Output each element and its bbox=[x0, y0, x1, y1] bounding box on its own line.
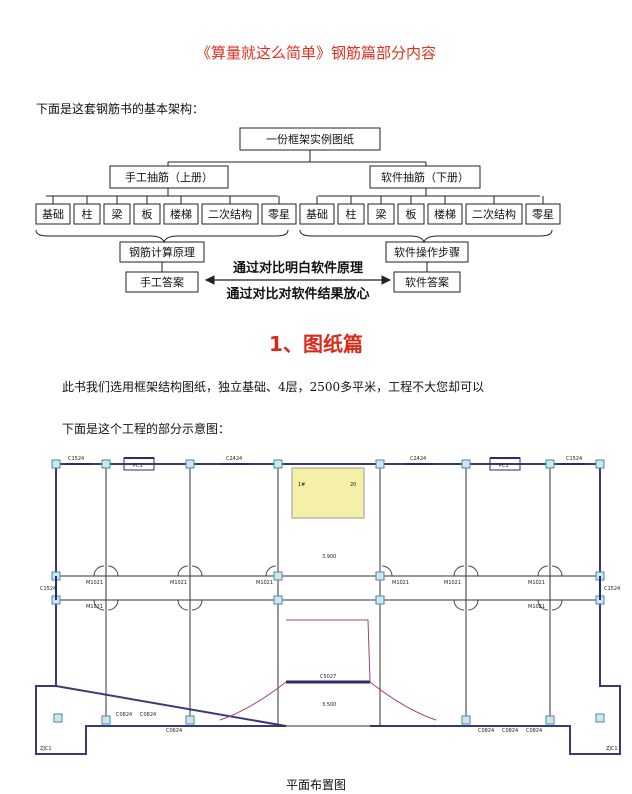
plan-center-label: 3.900 bbox=[322, 554, 336, 560]
plan-bottom-label: C0824 bbox=[526, 728, 542, 734]
right-item-label: 梁 bbox=[376, 207, 387, 221]
plan-side-label: C1524 bbox=[40, 586, 56, 592]
floor-plan-drawing: C1524 PC1 C2424 C2424 PC1 C1524 M1021 M1… bbox=[35, 456, 621, 755]
intro-line: 下面是这套钢筋书的基本架构： bbox=[36, 102, 205, 116]
figure-caption: 平面布置图 bbox=[285, 778, 346, 792]
left-branch-box bbox=[109, 165, 229, 189]
plan-top-label: C1524 bbox=[566, 456, 582, 462]
left-branch-label: 手工抽筋（上册） bbox=[125, 170, 213, 184]
plan-room-tag: M1021 bbox=[256, 580, 273, 586]
plan-room-tag: M1021 bbox=[86, 604, 103, 610]
book-structure-diagram: 基础 柱 梁 板 楼梯 二次结构 零星 基础 柱 梁 板 楼梯 二次结构 零星 一份框架实例图纸 手工抽… bbox=[35, 127, 561, 302]
plan-center-label: 3.500 bbox=[322, 702, 336, 708]
plan-center-label: C5027 bbox=[320, 674, 336, 680]
right-item-label: 楼梯 bbox=[434, 207, 456, 221]
plan-side-label: C1524 bbox=[604, 586, 620, 592]
plan-top-label: PC1 bbox=[133, 463, 143, 469]
manual-answer-label: 手工答案 bbox=[140, 275, 184, 289]
plan-room-tag: M1021 bbox=[528, 604, 545, 610]
right-item-label: 基础 bbox=[306, 208, 328, 221]
right-item-label: 板 bbox=[406, 207, 417, 221]
plan-room-tag: M1021 bbox=[392, 580, 409, 586]
plan-bottom-label: C0824 bbox=[140, 712, 156, 718]
plan-stair-label: 1# bbox=[298, 482, 305, 488]
paragraph-2: 下面是这个工程的部分示意图： bbox=[62, 422, 231, 436]
plan-room-tag: M1021 bbox=[444, 580, 461, 586]
left-item-label: 二次结构 bbox=[208, 207, 252, 221]
right-item-label: 零星 bbox=[532, 208, 554, 221]
right-item-label: 二次结构 bbox=[472, 207, 516, 221]
plan-corner-label: ZJC1 bbox=[40, 746, 52, 752]
plan-room-tag: M1021 bbox=[86, 580, 103, 586]
compare-top-text: 通过对比明白软件原理 bbox=[233, 260, 363, 276]
left-item-label: 零星 bbox=[268, 208, 290, 221]
paragraph-1: 此书我们选用框架结构图纸，独立基础、4层，2500多平米，工程不大您却可以 bbox=[62, 380, 485, 394]
left-item-label: 柱 bbox=[82, 207, 93, 221]
plan-top-label: C1524 bbox=[68, 456, 84, 462]
plan-room-tag: M1021 bbox=[528, 580, 545, 586]
left-item-label: 基础 bbox=[42, 208, 64, 221]
right-branch-label: 软件抽筋（下册） bbox=[381, 170, 469, 184]
page-title: 《算量就这么简单》钢筋篇部分内容 bbox=[195, 44, 436, 62]
left-item-label: 楼梯 bbox=[170, 207, 192, 221]
plan-bottom-label: C0824 bbox=[478, 728, 494, 734]
left-item-label: 板 bbox=[142, 207, 153, 221]
plan-bottom-label: C0624 bbox=[166, 728, 182, 734]
plan-top-label: PC1 bbox=[499, 463, 509, 469]
plan-room-tag: M1021 bbox=[170, 580, 187, 586]
plan-bottom-label: C0824 bbox=[116, 712, 132, 718]
section-heading: 1、图纸篇 bbox=[269, 332, 363, 356]
right-item-label: 柱 bbox=[346, 207, 357, 221]
software-steps-label: 软件操作步骤 bbox=[394, 245, 460, 259]
compare-bottom-text: 通过对比对软件结果放心 bbox=[226, 286, 369, 302]
left-item-label: 梁 bbox=[112, 207, 123, 221]
plan-bottom-label: C0824 bbox=[502, 728, 518, 734]
plan-stair-label: 20 bbox=[350, 482, 356, 488]
plan-top-label: C2424 bbox=[410, 456, 426, 462]
right-branch-box bbox=[369, 165, 481, 189]
plan-top-label: C2424 bbox=[226, 456, 242, 462]
software-answer-label: 软件答案 bbox=[405, 275, 449, 289]
plan-corner-label: ZJC1 bbox=[606, 746, 618, 752]
calc-principle-label: 钢筋计算原理 bbox=[129, 245, 195, 259]
root-label: 一份框架实例图纸 bbox=[266, 132, 354, 146]
